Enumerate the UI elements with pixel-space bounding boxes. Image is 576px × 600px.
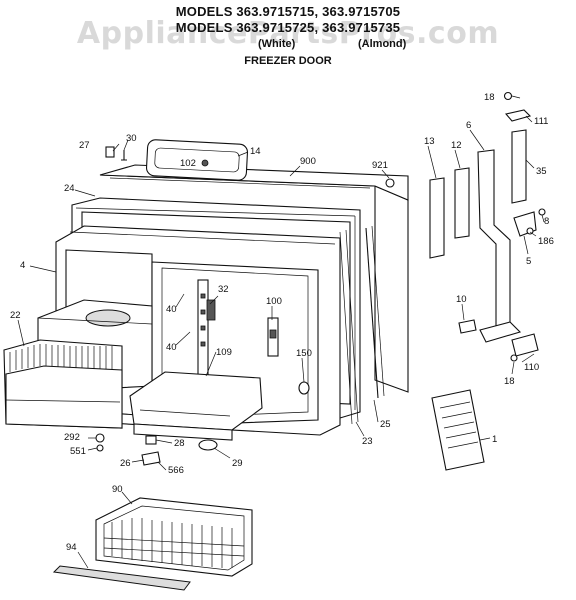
label-551: 551 (70, 446, 86, 457)
label-4: 4 (20, 260, 25, 271)
label-109: 109 (216, 347, 232, 358)
part-551 (96, 444, 104, 452)
label-35: 35 (536, 166, 547, 177)
label-921: 921 (372, 160, 388, 171)
label-102: 102 (180, 158, 196, 169)
trim-35 (511, 129, 527, 204)
basket-trim (52, 565, 191, 591)
label-25: 25 (380, 419, 391, 430)
label-27: 27 (79, 140, 90, 151)
label-28: 28 (174, 438, 185, 449)
part-27 (105, 146, 115, 158)
label-30: 30 (126, 133, 137, 144)
part-30 (121, 150, 127, 161)
bracket-111 (504, 109, 532, 122)
label-26: 26 (120, 458, 131, 469)
shelf-tray (129, 371, 263, 441)
wire-basket (95, 497, 253, 577)
door-stop-921 (385, 178, 395, 188)
label-110: 110 (524, 362, 539, 373)
bottom-hinge (511, 333, 539, 357)
label-18a: 18 (484, 92, 495, 103)
part-566 (141, 451, 161, 466)
label-13: 13 (424, 136, 435, 147)
trim-strip-13 (429, 177, 445, 259)
label-6: 6 (466, 120, 471, 131)
trim-strip-12 (454, 167, 470, 239)
label-10: 10 (456, 294, 467, 305)
hinge-bar (477, 149, 522, 343)
label-22: 22 (10, 310, 21, 321)
damper (298, 381, 310, 395)
label-29: 29 (232, 458, 243, 469)
label-40a: 40 (166, 304, 177, 315)
label-14: 14 (250, 146, 261, 157)
label-150: 150 (296, 348, 312, 359)
part-29 (198, 439, 218, 451)
door-handle (145, 139, 249, 181)
label-292: 292 (64, 432, 80, 443)
label-900: 900 (300, 156, 316, 167)
label-5: 5 (526, 256, 531, 267)
label-23: 23 (362, 436, 373, 447)
label-18b: 18 (504, 376, 515, 387)
owners-manual (431, 389, 485, 471)
label-90: 90 (112, 484, 123, 495)
label-12: 12 (451, 140, 462, 151)
label-100: 100 (266, 296, 282, 307)
label-94: 94 (66, 542, 77, 553)
label-40b: 40 (166, 342, 177, 353)
models-line-1: MODELS 363.9715715, 363.9715705 (175, 4, 401, 19)
label-186: 186 (538, 236, 554, 247)
label-8: 8 (544, 216, 549, 227)
part-10 (458, 319, 477, 334)
models-line-2: MODELS 363.9715725, 363.9715735 (175, 20, 401, 35)
part-292 (95, 433, 105, 443)
almond-label: (Almond) (358, 38, 407, 50)
diagram-title: FREEZER DOOR (244, 55, 332, 67)
label-24: 24 (64, 183, 75, 194)
white-label: (White) (258, 38, 296, 50)
label-32: 32 (218, 284, 229, 295)
label-1: 1 (492, 434, 497, 445)
part-28 (145, 435, 157, 445)
latch (267, 317, 279, 357)
label-566: 566 (168, 465, 184, 476)
dispenser-grille (3, 339, 123, 429)
label-111: 111 (534, 116, 548, 127)
